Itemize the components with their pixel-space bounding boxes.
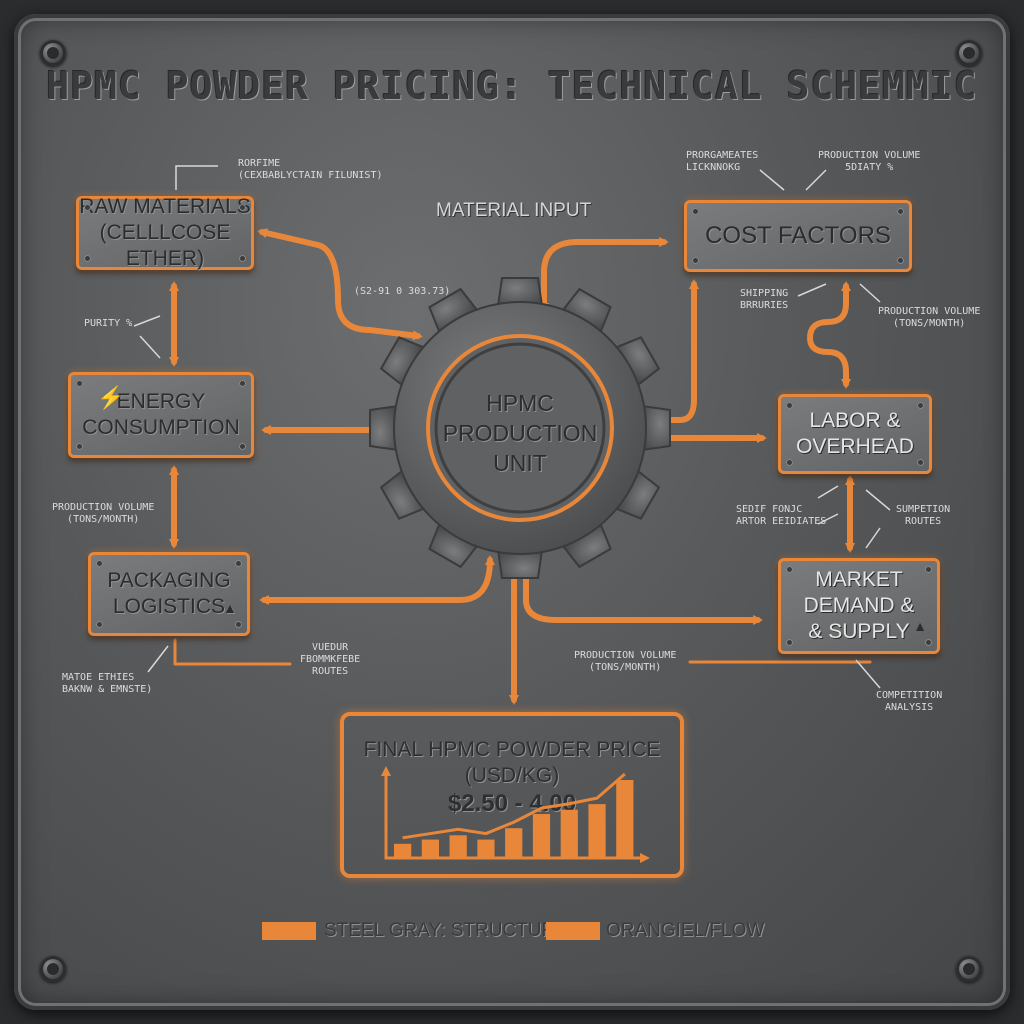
final-price-panel: FINAL HPMC POWDER PRICE (USD/KG) $2.50 -… <box>340 712 684 878</box>
market-line-2: DEMAND & <box>803 594 915 617</box>
flow-arrow <box>643 279 699 425</box>
packaging-title: PACKAGING <box>107 569 231 592</box>
cost-factors-title: COST FACTORS <box>705 222 891 249</box>
market-line-1: MARKET <box>815 568 903 591</box>
raw-materials-subtitle: (CELLLCOSE ETHER) <box>99 221 231 270</box>
chart-bar <box>394 843 412 858</box>
legend-swatch-flow <box>546 922 600 940</box>
packaging-logistics-box[interactable]: PACKAGING LOGISTICS ▲ <box>88 552 250 636</box>
energy-subtitle: CONSUMPTION <box>82 416 240 439</box>
final-price-value: $2.50 - 4.00 <box>447 790 577 817</box>
chart-bar <box>616 780 634 858</box>
raw-materials-title: RAW MATERIALS <box>79 195 251 218</box>
market-line-3: & SUPPLY <box>808 620 910 643</box>
material-input-label: MATERIAL INPUT <box>436 200 592 221</box>
note-rorfime: RORFIME(CEXBABLYCTAIN FILUNIST) <box>238 158 383 181</box>
energy-consumption-box[interactable]: ⚡ ENERGY CONSUMPTION <box>68 372 254 458</box>
cost-factors-box[interactable]: COST FACTORS <box>684 200 912 272</box>
energy-title: ENERGY <box>116 390 206 413</box>
final-price-unit: (USD/KG) <box>464 764 560 787</box>
gear-icon <box>369 277 671 579</box>
chart-bar <box>532 814 551 858</box>
chart-bar <box>421 839 439 858</box>
chart-trend-line <box>402 772 626 840</box>
flow-arrow <box>539 237 669 313</box>
production-unit-label: HPMC PRODUCTION UNIT <box>442 390 598 476</box>
legend-label-flow: ORANGIEL/FLOW <box>606 920 765 941</box>
note-production-volume-left: PRODUCTION VOLUME(TONS/MONTH) <box>52 502 155 525</box>
bolt-icon <box>40 956 66 982</box>
warning-triangle-icon: ▲ <box>913 618 927 634</box>
flow-arrow <box>521 563 763 625</box>
chart-bar <box>588 804 606 858</box>
y-axis-arrow <box>381 766 391 776</box>
labor-title: LABOR & <box>809 409 901 432</box>
note-purity: PURITY % <box>84 318 133 329</box>
labor-overhead-box[interactable]: LABOR & OVERHEAD <box>778 394 932 474</box>
bolt-icon <box>40 40 66 66</box>
x-axis-arrow <box>640 853 650 863</box>
labor-subtitle: OVERHEAD <box>796 435 914 458</box>
note-price-range: (S2-91 0 303.73) <box>354 286 451 297</box>
chart-bar <box>477 839 495 858</box>
page-title: HPMC POWDER PRICING: TECHNICAL SCHEMMIC <box>46 64 978 108</box>
warning-triangle-icon: ▲ <box>223 600 237 616</box>
final-price-title: FINAL HPMC POWDER PRICE <box>363 738 661 761</box>
price-trend-chart <box>381 766 650 863</box>
chart-bar <box>449 835 467 858</box>
flow-arrow <box>257 228 423 341</box>
note-production-volume-right: PRODUCTION VOLUME(TONS/MONTH) <box>878 306 981 329</box>
lightning-icon: ⚡ <box>97 385 125 410</box>
note-production-volume-bottom: PRODUCTION VOLUME(TONS/MONTH) <box>574 650 677 673</box>
flow-arrow <box>259 555 495 605</box>
bolt-icon <box>956 956 982 982</box>
chart-bar <box>560 809 578 858</box>
flow-line <box>173 638 292 666</box>
packaging-subtitle: LOGISTICS <box>112 595 226 618</box>
flow-arrow <box>807 281 851 389</box>
bolt-icon <box>956 40 982 66</box>
market-demand-box[interactable]: MARKET DEMAND & & SUPPLY ▲ <box>778 558 940 654</box>
raw-materials-box[interactable]: RAW MATERIALS (CELLLCOSE ETHER) <box>76 195 254 270</box>
legend-swatch-structural <box>262 922 316 940</box>
chart-bar <box>505 828 523 858</box>
legend-label-structural: STEEL GRAY: STRUCTURAL <box>324 920 579 941</box>
chart-axes <box>384 774 642 860</box>
